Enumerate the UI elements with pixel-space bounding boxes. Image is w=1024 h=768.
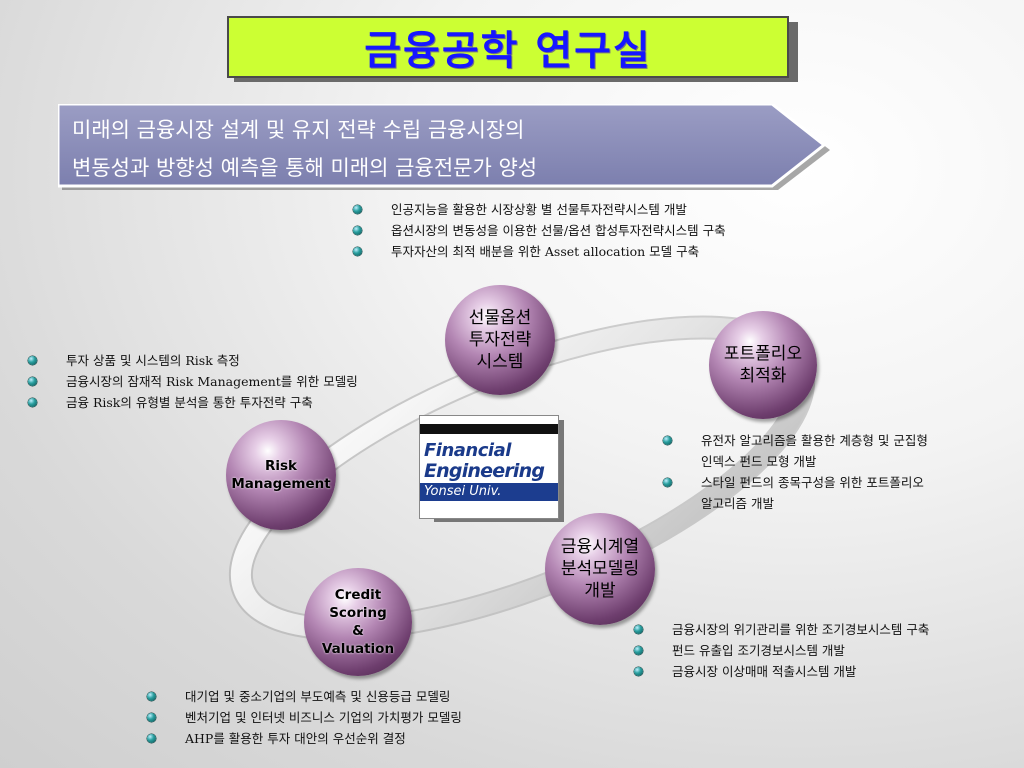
- logo-line-1: Financial: [424, 440, 511, 461]
- bullet-icon: [353, 205, 362, 214]
- bullet-icon: [28, 398, 37, 407]
- list-item: 금융시장의 위기관리를 위한 조기경보시스템 구축: [634, 619, 929, 640]
- bullet-icon: [147, 692, 156, 701]
- timeseries-list: 금융시장의 위기관리를 위한 조기경보시스템 구축 펀드 유출입 조기경보시스템…: [634, 619, 929, 682]
- title-box: 금융공학 연구실: [227, 16, 789, 78]
- list-item-cont: 인덱스 펀드 모형 개발: [701, 454, 817, 469]
- logo-line-2: Engineering: [424, 460, 545, 482]
- node-timeseries: 금융시계열 분석모델링 개발: [545, 513, 655, 625]
- bullet-icon: [634, 667, 643, 676]
- bullet-icon: [147, 734, 156, 743]
- futures-list: 인공지능을 활용한 시장상황 별 선물투자전략시스템 개발 옵션시장의 변동성을…: [353, 199, 726, 262]
- credit-list: 대기업 및 중소기업의 부도예측 및 신용등급 모델링 벤처기업 및 인터넷 비…: [147, 686, 462, 749]
- bullet-icon: [663, 436, 672, 445]
- list-item: AHP를 활용한 투자 대안의 우선순위 결정: [147, 728, 462, 749]
- list-item: 스타일 펀드의 종목구성을 위한 포트폴리오: [663, 472, 928, 493]
- logo-stripe: [420, 483, 558, 501]
- financial-engineering-logo: Financial Engineering Yonsei Univ.: [419, 415, 559, 519]
- portfolio-list: 유전자 알고리즘을 활용한 계층형 및 군집형 인덱스 펀드 모형 개발 스타일…: [663, 430, 928, 514]
- page-title: 금융공학 연구실: [364, 28, 652, 74]
- logo-line-3: Yonsei Univ.: [424, 484, 502, 499]
- list-item: 투자자산의 최적 배분을 위한 Asset allocation 모델 구축: [353, 241, 726, 262]
- bullet-icon: [353, 247, 362, 256]
- node-futures: 선물옵션 투자전략 시스템: [445, 285, 555, 395]
- bullet-icon: [147, 713, 156, 722]
- list-item: 펀드 유출입 조기경보시스템 개발: [634, 640, 929, 661]
- bullet-icon: [353, 226, 362, 235]
- bullet-icon: [634, 625, 643, 634]
- bullet-icon: [634, 646, 643, 655]
- list-item: 유전자 알고리즘을 활용한 계층형 및 군집형: [663, 430, 928, 451]
- list-item: 금융 Risk의 유형별 분석을 통한 투자전략 구축: [28, 392, 358, 413]
- list-item: 금융시장 이상매매 적출시스템 개발: [634, 661, 929, 682]
- banner-line-2: 변동성과 방향성 예측을 통해 미래의 금융전문가 양성: [72, 156, 538, 180]
- banner-arrow: [58, 104, 830, 190]
- list-item: 인공지능을 활용한 시장상황 별 선물투자전략시스템 개발: [353, 199, 726, 220]
- list-item: 금융시장의 잠재적 Risk Management를 위한 모델링: [28, 371, 358, 392]
- banner-line-1: 미래의 금융시장 설계 및 유지 전략 수립 금융시장의: [72, 118, 525, 142]
- logo-top-bar: [420, 424, 558, 434]
- list-item: 대기업 및 중소기업의 부도예측 및 신용등급 모델링: [147, 686, 462, 707]
- node-credit-scoring: Credit Scoring & Valuation: [304, 568, 412, 676]
- list-item: 투자 상품 및 시스템의 Risk 측정: [28, 350, 358, 371]
- bullet-icon: [28, 377, 37, 386]
- node-risk-management: Risk Management: [226, 420, 336, 530]
- list-item: 옵션시장의 변동성을 이용한 선물/옵션 합성투자전략시스템 구축: [353, 220, 726, 241]
- list-item-cont: 알고리즘 개발: [701, 496, 774, 511]
- bullet-icon: [663, 478, 672, 487]
- bullet-icon: [28, 356, 37, 365]
- risk-list: 투자 상품 및 시스템의 Risk 측정 금융시장의 잠재적 Risk Mana…: [28, 350, 358, 413]
- list-item: 벤처기업 및 인터넷 비즈니스 기업의 가치평가 모델링: [147, 707, 462, 728]
- node-portfolio: 포트폴리오 최적화: [709, 311, 817, 419]
